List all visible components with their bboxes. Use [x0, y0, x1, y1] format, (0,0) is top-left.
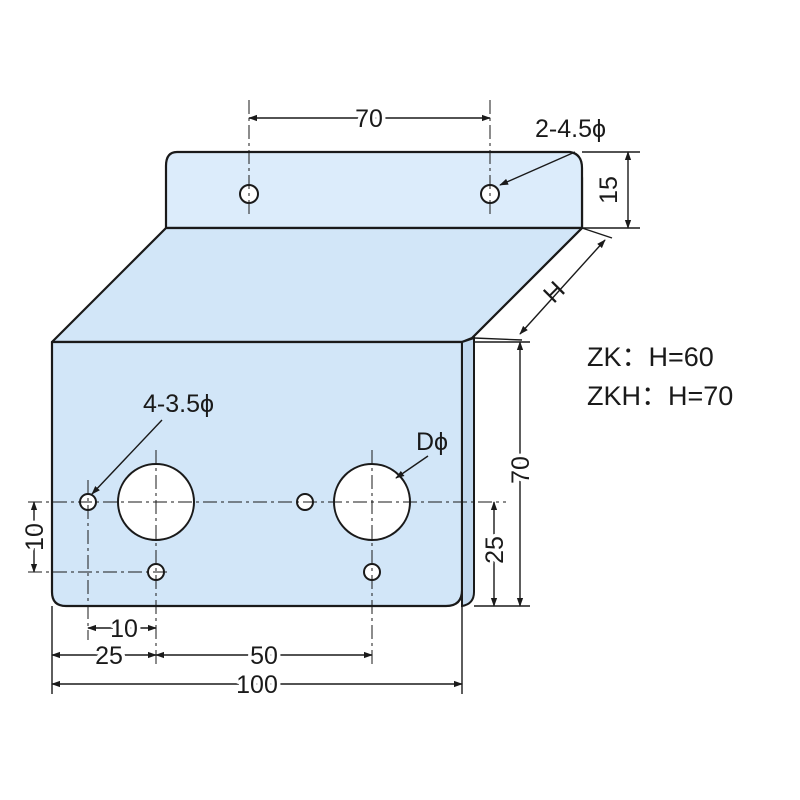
dim-depth: H [538, 276, 571, 309]
model-notes: ZK：H=60 ZKH：H=70 [587, 342, 733, 411]
note-zkh: ZKH：H=70 [587, 381, 733, 411]
dim-top-holes: 2-4.5ϕ [535, 115, 606, 143]
dim-bottom-holes: 4-3.5ϕ [143, 390, 214, 418]
dim-top-hole-pitch: 70 [355, 105, 383, 133]
dim-hole-x-offset: 25 [95, 642, 123, 670]
dim-tab-height: 15 [595, 176, 623, 204]
dim-overall-width: 100 [236, 671, 278, 699]
dim-plate-height: 70 [507, 456, 535, 484]
front-plate [50, 340, 464, 608]
top-tab [164, 150, 584, 230]
bracket-part [50, 150, 584, 608]
dim-hole-row-height: 25 [481, 536, 509, 564]
dim-left-hole-x: 10 [110, 615, 138, 643]
dim-large-hole: Dϕ [416, 428, 448, 456]
note-zk: ZK：H=60 [587, 342, 714, 372]
dim-hole-row-offset: 10 [21, 523, 49, 551]
plate-thickness [461, 336, 475, 608]
dim-hole-spacing: 50 [250, 642, 278, 670]
dimension-lines [30, 114, 640, 694]
dimension-labels: 70 2-4.5ϕ 15 H 4-3.5ϕ Dϕ 70 25 10 10 25 … [18, 102, 624, 703]
sloped-face [50, 226, 584, 344]
